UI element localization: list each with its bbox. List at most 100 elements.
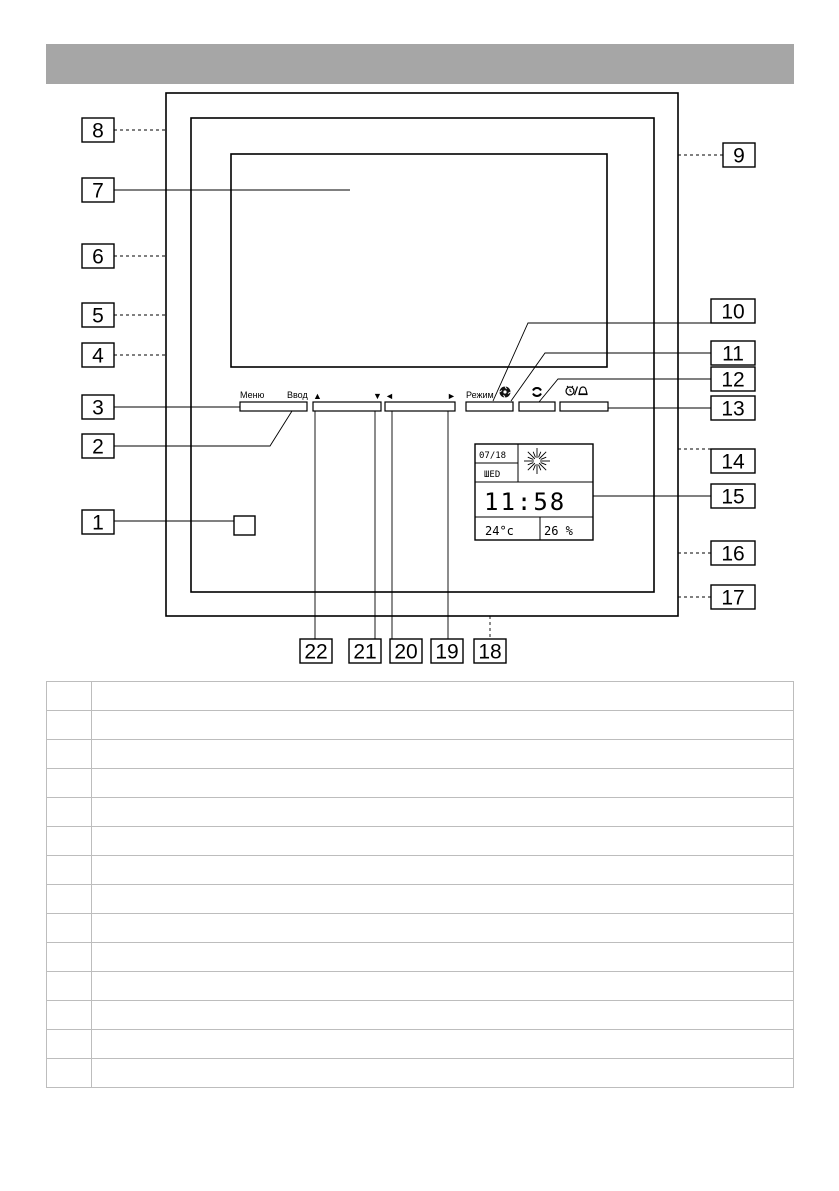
callout-number: 9 bbox=[733, 145, 745, 168]
callout-6: 6 bbox=[81, 243, 115, 269]
callout-number: 10 bbox=[721, 301, 744, 324]
alarm-bell-icon bbox=[565, 385, 588, 396]
callout-20: 20 bbox=[389, 638, 423, 664]
rotate-button[interactable] bbox=[518, 401, 556, 412]
callout-number: 7 bbox=[92, 180, 104, 203]
left-arrow-icon: ◄ bbox=[385, 391, 394, 401]
legend-number-cell bbox=[46, 971, 92, 1001]
callout-number: 15 bbox=[721, 486, 744, 509]
callout-5: 5 bbox=[81, 302, 115, 328]
legend-number-cell bbox=[46, 826, 92, 856]
device-diagram: Меню Ввод ▲ ▼ ◄ ► Режим 07/18 ШЕD 11:58 … bbox=[81, 92, 756, 664]
legend-description-cell bbox=[91, 1029, 794, 1059]
leader-lines bbox=[114, 189, 711, 639]
callout-16: 16 bbox=[710, 540, 756, 566]
legend-number-cell bbox=[46, 942, 92, 972]
callout-number: 20 bbox=[394, 641, 417, 664]
legend-description-cell bbox=[91, 942, 794, 972]
legend-description-cell bbox=[91, 739, 794, 769]
legend-table bbox=[46, 681, 794, 1088]
callout-8: 8 bbox=[81, 117, 115, 143]
callout-3: 3 bbox=[81, 394, 115, 420]
lcd-display: 07/18 ШЕD 11:58 24°c 26 % bbox=[474, 443, 594, 541]
callout-number: 21 bbox=[353, 641, 376, 664]
menu-enter-button[interactable] bbox=[239, 401, 308, 412]
sun-ray bbox=[527, 462, 536, 471]
up-arrow-icon: ▲ bbox=[313, 391, 322, 401]
callout-10: 10 bbox=[710, 298, 756, 324]
sun-ray bbox=[540, 462, 547, 466]
legend-number-cell bbox=[46, 768, 92, 798]
legend-description-cell bbox=[91, 681, 794, 711]
legend-description-cell bbox=[91, 855, 794, 885]
table-row bbox=[46, 681, 794, 711]
callout-13: 13 bbox=[710, 395, 756, 421]
callout-number: 11 bbox=[722, 343, 744, 366]
lcd-time: 11:58 bbox=[484, 488, 566, 516]
table-row bbox=[46, 710, 794, 740]
up-down-button[interactable] bbox=[312, 401, 382, 412]
legend-description-cell bbox=[91, 768, 794, 798]
rotate-icon bbox=[532, 387, 542, 397]
table-row bbox=[46, 971, 794, 1001]
header-bar bbox=[46, 44, 794, 84]
sun-ray bbox=[532, 464, 536, 471]
lcd-temperature: 24°c bbox=[485, 524, 514, 538]
left-right-button[interactable] bbox=[384, 401, 456, 412]
sun-icon bbox=[524, 448, 550, 474]
callout-number: 5 bbox=[92, 305, 104, 328]
callout-number: 19 bbox=[435, 641, 458, 664]
legend-description-cell bbox=[91, 710, 794, 740]
legend-number-cell bbox=[46, 710, 92, 740]
legend-number-cell bbox=[46, 1000, 92, 1030]
mode-button[interactable] bbox=[465, 401, 514, 412]
callout-number: 17 bbox=[721, 587, 744, 610]
sensor-window bbox=[233, 515, 256, 536]
table-row bbox=[46, 826, 794, 856]
legend-description-cell bbox=[91, 884, 794, 914]
mode-label: Режим bbox=[466, 390, 494, 400]
table-row bbox=[46, 942, 794, 972]
table-row bbox=[46, 797, 794, 827]
callout-number: 6 bbox=[92, 246, 104, 269]
legend-description-cell bbox=[91, 913, 794, 943]
callout-17: 17 bbox=[710, 584, 756, 610]
table-row bbox=[46, 913, 794, 943]
sun-ray bbox=[527, 451, 536, 460]
lcd-weekday: ШЕD bbox=[484, 470, 500, 480]
legend-number-cell bbox=[46, 681, 92, 711]
callout-21: 21 bbox=[348, 638, 382, 664]
right-arrow-icon: ► bbox=[447, 391, 456, 401]
table-row bbox=[46, 855, 794, 885]
sun-ray bbox=[538, 464, 542, 471]
legend-description-cell bbox=[91, 971, 794, 1001]
dashed-leaders bbox=[114, 129, 723, 639]
callout-19: 19 bbox=[430, 638, 464, 664]
legend-number-cell bbox=[46, 739, 92, 769]
legend-description-cell bbox=[91, 826, 794, 856]
callout-1: 1 bbox=[81, 509, 115, 535]
callout-number: 16 bbox=[721, 543, 744, 566]
callout-18: 18 bbox=[473, 638, 507, 664]
callout-number: 18 bbox=[478, 641, 501, 664]
sun-ray bbox=[538, 462, 547, 471]
table-row bbox=[46, 1029, 794, 1059]
legend-number-cell bbox=[46, 1058, 92, 1088]
sun-ray bbox=[538, 451, 547, 460]
callout-number: 22 bbox=[304, 641, 327, 664]
table-row bbox=[46, 1058, 794, 1088]
legend-description-cell bbox=[91, 1000, 794, 1030]
callout-number: 13 bbox=[721, 398, 744, 421]
callout-number: 1 bbox=[92, 512, 104, 535]
callout-14: 14 bbox=[710, 448, 756, 474]
legend-description-cell bbox=[91, 1058, 794, 1088]
menu-label: Меню bbox=[240, 390, 265, 400]
table-row bbox=[46, 884, 794, 914]
callout-7: 7 bbox=[81, 177, 115, 203]
table-row bbox=[46, 739, 794, 769]
alarm-button[interactable] bbox=[559, 401, 609, 412]
legend-number-cell bbox=[46, 855, 92, 885]
sun-ray bbox=[540, 456, 547, 460]
sun-ray bbox=[532, 451, 536, 458]
